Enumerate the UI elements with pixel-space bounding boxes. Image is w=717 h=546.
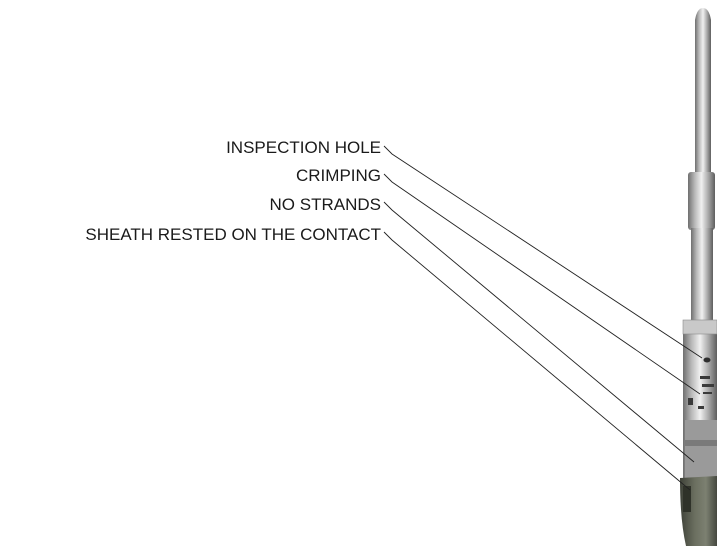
leader-crimping — [384, 174, 700, 394]
inspection-hole — [704, 358, 711, 363]
callout-labels: INSPECTION HOLE CRIMPING NO STRANDS SHEA… — [85, 138, 381, 244]
barrel-collar — [683, 320, 717, 334]
leader-no-strands — [384, 202, 694, 462]
label-no-strands: NO STRANDS — [270, 195, 381, 214]
label-crimping: CRIMPING — [296, 166, 381, 185]
leader-sheath-rested — [384, 232, 690, 490]
pin-shoulder — [688, 172, 715, 230]
crimp-contact-image — [680, 8, 717, 546]
wire-entry — [685, 420, 717, 478]
leader-lines — [384, 146, 702, 490]
label-inspection-hole: INSPECTION HOLE — [226, 138, 381, 157]
wire-entry-band — [685, 440, 717, 446]
pin-tip — [695, 8, 711, 175]
pin-neck — [691, 228, 713, 323]
label-sheath-rested: SHEATH RESTED ON THE CONTACT — [85, 225, 381, 244]
leader-inspection-hole — [384, 146, 702, 358]
